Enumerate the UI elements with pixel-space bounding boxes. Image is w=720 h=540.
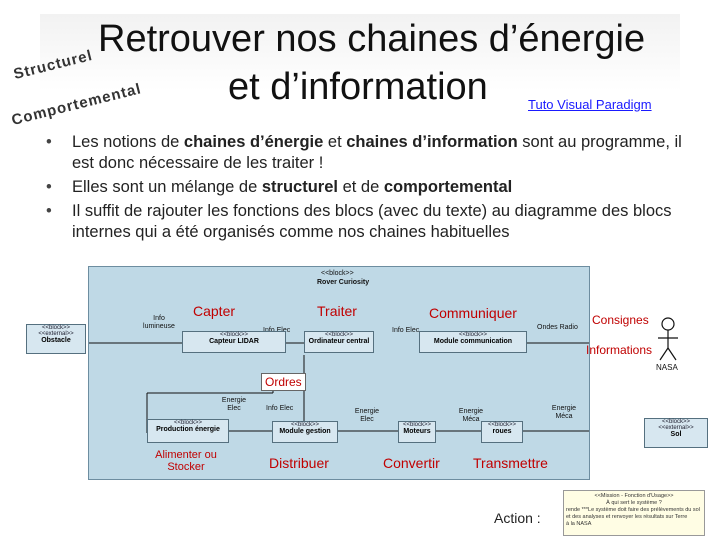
block-roues[interactable]: <<block>> roues — [481, 421, 523, 443]
function-convertir: Convertir — [383, 455, 440, 471]
bullet-item: Elles sont un mélange de structurel et d… — [42, 177, 682, 198]
flow-energie-meca-1: Energie Méca — [458, 408, 484, 423]
function-transmettre: Transmettre — [473, 455, 548, 471]
function-ordres: Ordres — [261, 373, 306, 391]
flow-info-lumineuse: Info lumineuse — [143, 315, 175, 330]
block-production-energie[interactable]: <<block>> Production énergie — [147, 419, 229, 443]
flow-info-elec-1: Info Elec — [263, 327, 290, 335]
block-ordinateur-central[interactable]: <<block>> Ordinateur central — [304, 331, 374, 353]
function-action: Action : — [494, 510, 541, 526]
function-alimenter: Alimenter ou Stocker — [155, 449, 217, 473]
block-obstacle[interactable]: <<block>> <<external>> Obstacle — [26, 324, 86, 354]
function-communiquer: Communiquer — [429, 305, 517, 321]
function-traiter: Traiter — [317, 303, 357, 319]
function-capter: Capter — [193, 303, 236, 319]
outer-block-name: Rover Curiosity — [317, 279, 370, 286]
tuto-visual-paradigm-link[interactable]: Tuto Visual Paradigm — [528, 97, 652, 112]
bullet-item: Les notions de chaines d’énergie et chai… — [42, 132, 682, 174]
flow-ondes-radio: Ondes Radio — [537, 324, 578, 331]
block-module-communication[interactable]: <<block>> Module communication — [419, 331, 527, 353]
block-sol[interactable]: <<block>> <<external>> Sol — [644, 418, 708, 448]
internal-block-diagram: <<block>> Rover Curiosity Info lumineuse… — [88, 266, 590, 480]
title-band — [40, 14, 680, 124]
flow-energie-meca-2: Energie Méca — [551, 405, 577, 420]
bullet-list: Les notions de chaines d’énergie et chai… — [42, 132, 682, 246]
block-capteur-lidar[interactable]: <<block>> Capteur LIDAR — [182, 331, 286, 353]
flow-energie-elec-1: Energie Elec — [221, 397, 247, 412]
slide-title-line2: et d’information — [228, 66, 488, 108]
function-consignes: Consignes — [592, 313, 649, 327]
mission-note: <<Mission - Fonction d'Usage>> À qui ser… — [563, 490, 705, 536]
function-distribuer: Distribuer — [269, 455, 329, 471]
bullet-item: Il suffit de rajouter les fonctions des … — [42, 201, 682, 243]
slide-title-line1: Retrouver nos chaines d’énergie — [98, 18, 646, 60]
flow-energie-elec-2: Energie Elec — [354, 408, 380, 423]
nasa-actor-label: NASA — [656, 363, 678, 372]
flow-info-elec-3: Info Elec — [266, 405, 294, 412]
outer-block-stereotype: <<block>> — [321, 270, 354, 277]
function-informations: Informations — [586, 343, 653, 357]
diagram-connectors — [89, 342, 589, 433]
block-moteurs[interactable]: <<block>> Moteurs — [398, 421, 436, 443]
flow-info-elec-2: Info Elec — [392, 327, 420, 334]
block-module-gestion[interactable]: <<block>> Module gestion — [272, 421, 338, 443]
nasa-actor-icon — [658, 317, 678, 361]
